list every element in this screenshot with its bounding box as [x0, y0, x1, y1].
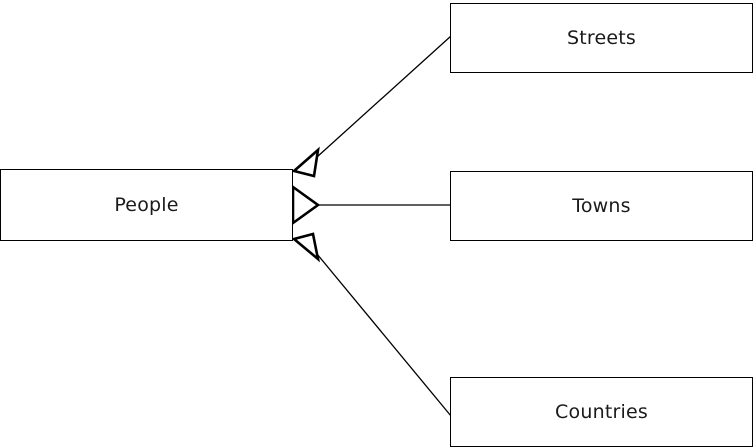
entity-label-streets: Streets: [566, 26, 637, 49]
arrowhead-hollow-triangle-countries: [291, 232, 320, 263]
arrowhead-hollow-triangle-streets: [291, 146, 320, 178]
entity-node-people[interactable]: People: [0, 169, 293, 241]
entity-node-towns[interactable]: Towns: [450, 171, 753, 241]
entity-node-countries[interactable]: Countries: [450, 377, 753, 447]
entity-label-people: People: [114, 193, 179, 216]
entity-label-countries: Countries: [555, 400, 648, 423]
connector-people-countries: [316, 253, 452, 417]
connector-people-streets: [316, 35, 452, 158]
arrowhead-hollow-triangle-towns: [291, 184, 321, 226]
entity-label-towns: Towns: [572, 194, 631, 217]
entity-node-streets[interactable]: Streets: [450, 3, 753, 73]
